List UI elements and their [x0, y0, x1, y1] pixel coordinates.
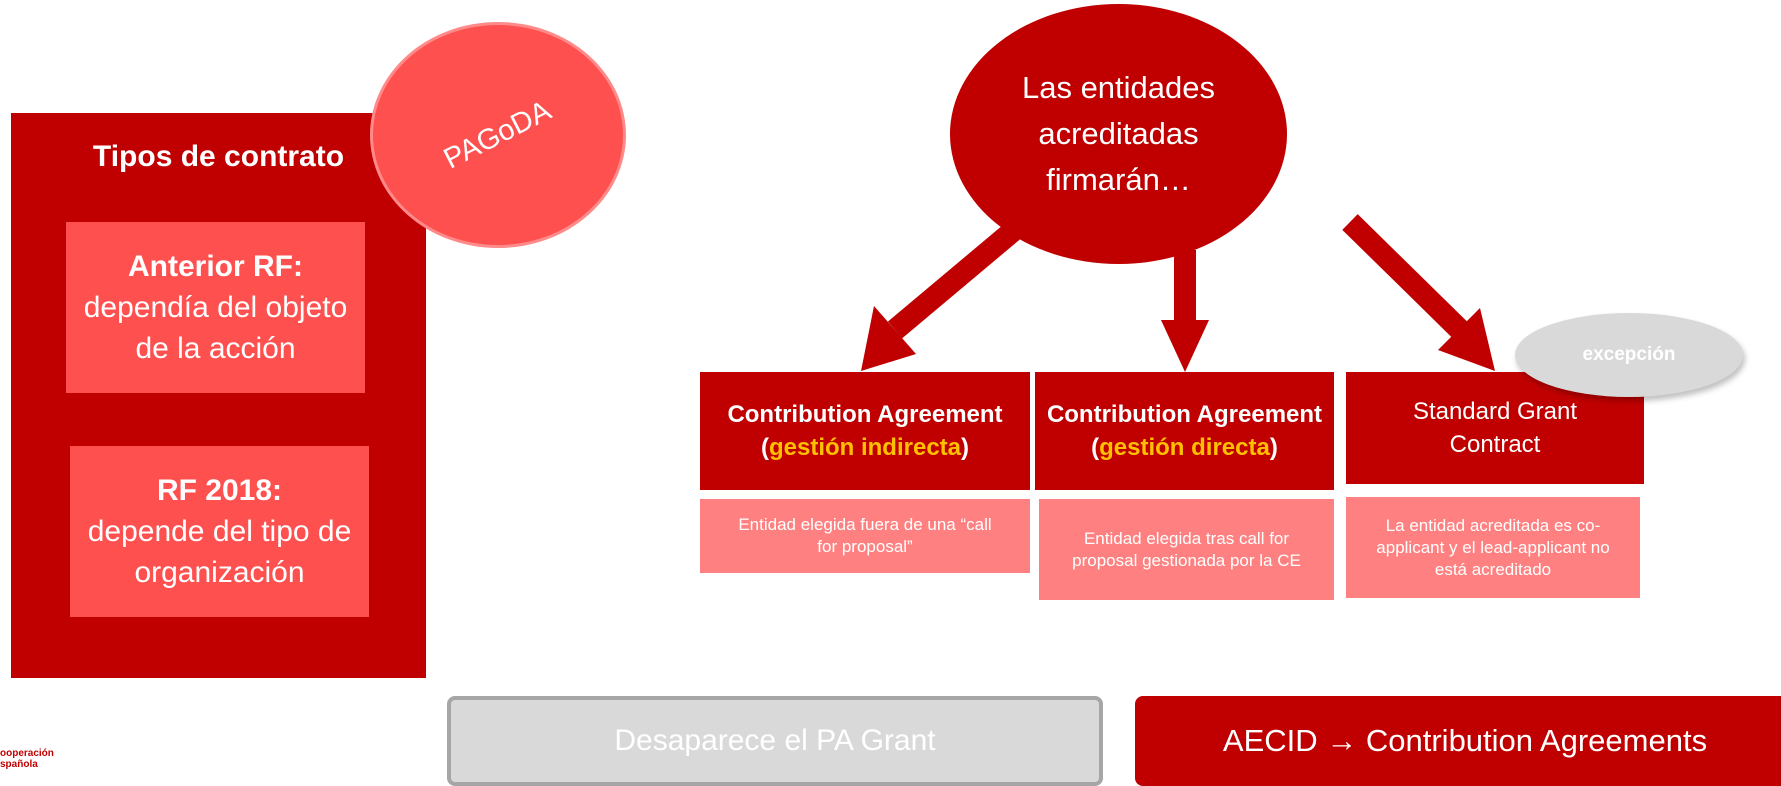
arrow-left-head	[861, 306, 916, 371]
indirect-description-box: Entidad elegida fuera de una “call for p…	[700, 499, 1030, 573]
paren-close: )	[1269, 434, 1278, 461]
contract-title: Contribution Agreement	[1046, 401, 1323, 428]
accredited-entities-ellipse: Las entidades acreditadas firmarán…	[950, 4, 1287, 264]
paren-close: )	[961, 434, 970, 461]
contract-description: Entidad elegida fuera de una “call for p…	[738, 515, 992, 556]
contract-types-title: Tipos de contrato	[92, 140, 345, 173]
management-type: gestión directa	[1099, 434, 1270, 461]
management-type: gestión indirecta	[768, 434, 962, 461]
exception-label: excepción	[1582, 344, 1676, 365]
accredited-entities-text: Las entidades acreditadas firmarán…	[1021, 70, 1216, 197]
arrow-right-shaft	[1342, 214, 1468, 338]
contract-title: Contribution Agreement	[727, 401, 1003, 428]
rf2018-box: RF 2018: depende del tipo de organizació…	[70, 446, 369, 617]
contract-description: Entidad elegida tras call for proposal g…	[1072, 528, 1301, 570]
previous-rf-box: Anterior RF: dependía del objeto de la a…	[66, 222, 365, 393]
direct-description-box: Entidad elegida tras call for proposal g…	[1039, 499, 1334, 600]
pagoda-badge: PAGoDA	[370, 22, 626, 248]
contribution-agreement-direct-header: Contribution Agreement (gestión directa)	[1035, 372, 1334, 490]
pa-grant-disappears-box: Desaparece el PA Grant	[447, 696, 1103, 786]
aecid-contribution-agreements-box: AECID → Contribution Agreements	[1135, 696, 1781, 786]
arrow-left-shaft	[887, 216, 1028, 339]
exception-badge: excepción	[1515, 313, 1743, 397]
paren-open: (	[760, 434, 769, 461]
previous-rf-label: Anterior RF:	[128, 250, 303, 283]
arrow-right-head	[1438, 308, 1495, 371]
arrow-middle-head	[1161, 320, 1209, 372]
contribution-agreement-indirect-header: Contribution Agreement (gestión indirect…	[700, 372, 1030, 490]
rf2018-label: RF 2018:	[156, 474, 283, 507]
grant-description-box: La entidad acreditada es co-applicant y …	[1346, 497, 1640, 598]
paren-open: (	[1091, 434, 1100, 461]
cooperacion-logo: ooperación spañola	[0, 748, 54, 770]
logo-line2: spañola	[0, 759, 38, 770]
rf2018-text: depende del tipo de organización	[87, 515, 352, 589]
contract-title: Standard Grant Contract	[1412, 398, 1578, 458]
contract-description: La entidad acreditada es co-applicant y …	[1376, 515, 1610, 579]
logo-line1: ooperación	[0, 748, 54, 759]
previous-rf-text: dependía del objeto de la acción	[83, 291, 348, 365]
